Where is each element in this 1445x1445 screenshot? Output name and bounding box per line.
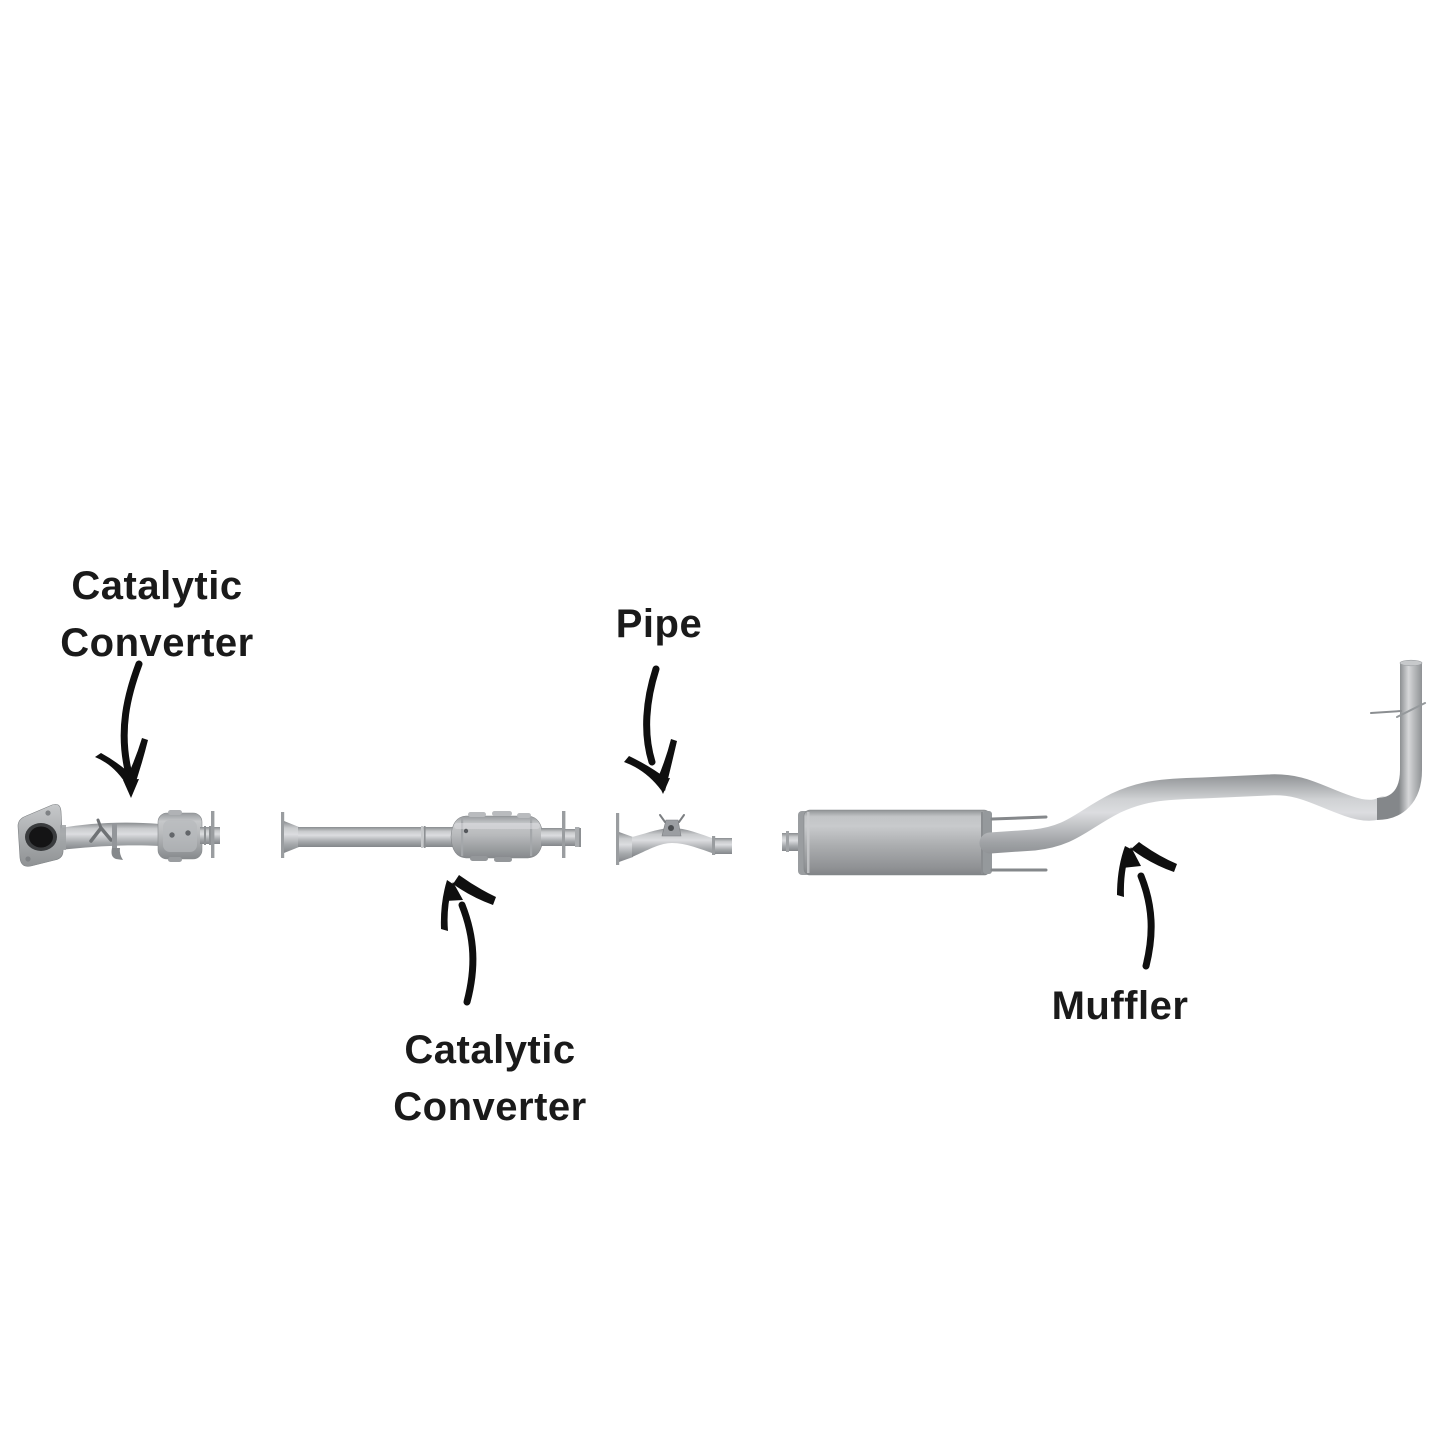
mid-cat-top-lobe bbox=[468, 812, 486, 817]
arrowhead bbox=[125, 738, 148, 793]
muffler-front-seam bbox=[807, 812, 810, 873]
muffler-inlet-stub bbox=[782, 833, 800, 851]
pipe-clamp-ring bbox=[112, 823, 117, 850]
label-mid-catalytic-converter: Catalytic Converter bbox=[360, 1022, 620, 1136]
muffler-tailpipe-part bbox=[782, 659, 1426, 876]
mid-cat-bottom-lobe bbox=[470, 856, 488, 861]
arrow-shaft bbox=[1137, 872, 1155, 970]
mid-cat-highlight bbox=[454, 823, 540, 829]
label-line: Muffler bbox=[1051, 984, 1189, 1028]
tailpipe-run bbox=[979, 774, 1394, 854]
arrow-shaft bbox=[458, 901, 477, 1006]
mid-end-bell bbox=[575, 827, 580, 847]
pipe-joint-ring bbox=[712, 836, 716, 855]
label-line: Catalytic bbox=[404, 1028, 576, 1072]
label-front-catalytic-converter: Catalytic Converter bbox=[27, 558, 287, 672]
front-cat-top-lobe bbox=[168, 810, 182, 815]
front-cat-bolt bbox=[169, 832, 175, 838]
tailpipe-hanger-tick bbox=[1396, 702, 1426, 718]
arrow-to-muffler bbox=[1117, 842, 1177, 970]
arrowhead bbox=[123, 779, 139, 798]
pipe-bracket-hole bbox=[668, 825, 674, 831]
label-line: Catalytic bbox=[71, 564, 243, 608]
mid-cat-band bbox=[461, 818, 464, 856]
label-line: Converter bbox=[60, 621, 254, 665]
mid-pipe-catalytic-converter-part bbox=[281, 811, 581, 862]
arrow-to-mid-catalytic-converter bbox=[440, 875, 496, 1006]
muffler-body bbox=[803, 809, 991, 876]
mid-cat-top-lobe bbox=[517, 813, 531, 818]
arrowhead bbox=[624, 756, 667, 790]
front-cat-bolt bbox=[185, 830, 191, 836]
arrowhead bbox=[453, 875, 496, 905]
label-line: Converter bbox=[393, 1085, 587, 1129]
tailpipe-hanger-rod bbox=[1370, 710, 1402, 714]
pipe-s-tube bbox=[632, 828, 715, 857]
tailpipe-tip-cut bbox=[1399, 659, 1423, 667]
flange-bolt-hole bbox=[45, 810, 51, 816]
front-cat-bottom-lobe bbox=[168, 857, 182, 862]
mid-cat-sensor-hole bbox=[463, 828, 469, 834]
arrow-shaft bbox=[643, 665, 660, 766]
mid-end-stub bbox=[565, 829, 576, 846]
muffler-inlet-ridge bbox=[786, 831, 789, 852]
flange-bolt-hole bbox=[25, 856, 31, 862]
arrow-to-pipe bbox=[624, 665, 677, 794]
front-cat-face bbox=[163, 820, 197, 852]
pipe-inlet-bore bbox=[29, 826, 53, 848]
mid-cat-bottom-lobe bbox=[494, 857, 512, 862]
arrow-shaft bbox=[120, 660, 143, 774]
clamp-tab bbox=[111, 848, 123, 860]
weld-ring-shadow bbox=[424, 826, 426, 848]
mid-cat-top-lobe bbox=[492, 811, 512, 816]
arrowhead bbox=[1122, 847, 1141, 868]
weld-ring bbox=[421, 826, 424, 848]
stub-ridge bbox=[209, 826, 211, 845]
mid-inlet-flange-plate bbox=[281, 812, 285, 858]
label-line: Pipe bbox=[615, 602, 703, 646]
front-downpipe-catalytic-converter-part bbox=[17, 803, 220, 867]
mid-pipe-tube bbox=[298, 827, 456, 847]
mid-cat-band bbox=[530, 818, 533, 856]
pipe-bracket-leg bbox=[659, 814, 666, 823]
label-pipe: Pipe bbox=[589, 596, 729, 653]
pipe-end-segment bbox=[715, 838, 732, 854]
pipe-bell bbox=[619, 832, 633, 862]
arrowhead bbox=[445, 882, 463, 901]
mid-inlet-bell bbox=[284, 821, 299, 853]
mid-outlet-stub bbox=[541, 828, 564, 846]
connector-pipe-part bbox=[616, 813, 732, 865]
pipe-bracket-leg bbox=[678, 814, 685, 823]
pipe-clamp-ring bbox=[60, 825, 66, 850]
hanger-bracket-stub bbox=[96, 818, 103, 830]
front-outlet-flange-plate bbox=[211, 811, 215, 858]
hanger-rod-top bbox=[990, 815, 1048, 821]
tailpipe-bend-vertical bbox=[1376, 663, 1422, 820]
stub-ridge bbox=[204, 826, 206, 845]
mid-outlet-flange-plate bbox=[562, 811, 566, 858]
arrowhead bbox=[656, 778, 670, 794]
arrowhead bbox=[657, 739, 677, 791]
label-muffler: Muffler bbox=[1040, 978, 1200, 1035]
arrow-to-front-catalytic-converter bbox=[95, 660, 148, 798]
mid-cat-cylinder bbox=[450, 815, 544, 859]
pipe-flange-plate bbox=[616, 813, 620, 865]
mid-end-rim bbox=[579, 828, 581, 847]
arrowhead bbox=[1131, 842, 1177, 872]
